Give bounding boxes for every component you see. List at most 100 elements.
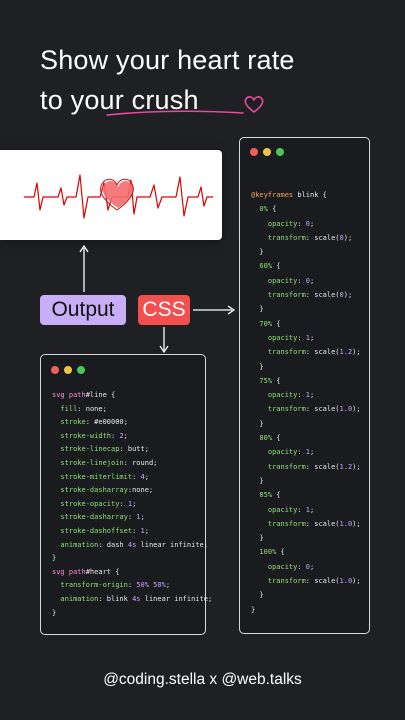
code-line: opacity: 1; [251,331,361,345]
code-token: #heart { [85,567,120,576]
code-token: stroke-dashoffset [52,526,133,535]
heart-shape [102,181,134,208]
code-token: { [267,205,277,214]
code-token: 50% 50% [136,581,166,590]
code-line: } [251,360,361,374]
code-token: 0% [251,205,268,214]
code-token: ); [352,577,361,586]
code-line: transform: scale(1.2); [251,345,361,359]
code-token: : scale( [305,348,340,357]
code-token: stroke-dasharray [52,513,128,522]
code-token: ); [343,291,353,300]
code-token: animation [52,594,99,603]
code-line: stroke-opacity: 1; [52,498,212,512]
code-token: 1.0 [339,405,353,414]
code-line: fill: none; [52,403,212,417]
code-token: @keyframes [251,191,294,199]
code-line: 60% { [251,259,361,273]
code-token: ; [310,219,315,228]
code-token: } [52,554,57,563]
code-token: svg path [52,391,86,399]
code-line: svg path#line { [52,389,212,403]
code-line: @keyframes blink { [251,188,361,202]
code-line: opacity: 0; [251,217,361,231]
code-token: 1 [305,448,311,457]
css-label: CSS [138,295,190,325]
code-token: 4 [140,472,145,481]
code-token: 0 [339,233,344,242]
code-line: svg path#heart { [52,566,212,580]
code-token: transform [251,577,306,586]
code-token: } [251,362,264,371]
output-preview-card [0,150,222,240]
code-token: : [132,526,141,535]
code-token: : [132,472,141,481]
code-line: opacity: 0; [251,560,361,574]
headline: Show your heart rate to your crush [40,40,380,120]
code-token: #line { [85,391,116,399]
code-token: opacity [251,276,298,285]
code-token: ); [352,519,361,528]
code-token: 1 [140,526,145,535]
code-line: } [251,417,361,431]
code-line: animation: dash 4s linear infinite; [52,539,212,553]
code-token: 1.2 [339,348,353,357]
code-line: 85% { [251,488,361,502]
code-token: : scale( [305,519,340,528]
code-line: stroke-dasharray:none; [52,484,212,498]
code-token: ; [310,562,315,571]
code-token: : dash [98,540,128,549]
code-token: ); [343,233,353,242]
code-line: 80% { [251,431,361,445]
code-token: svg path [52,567,86,576]
minimize-dot [64,366,72,374]
code-line: stroke-width: 2; [52,430,212,444]
code-token: ; [310,276,315,285]
code-token: ; [310,505,315,514]
code-token: : [127,581,137,590]
code-token: opacity [251,333,298,342]
code-token: : none; [77,404,107,413]
code-token: 1 [305,505,311,514]
code-token: 1 [305,333,311,342]
footer-credit: @coding.stella x @web.talks [103,671,302,688]
code-token: ; [140,513,145,522]
code-token: } [52,608,57,617]
code-token: stroke-miterlimit [52,472,133,481]
maximize-dot [77,366,85,374]
code-token: 100% [251,548,277,557]
code-line: } [251,302,361,316]
code-token: ; [144,472,149,481]
code-token: : [127,513,137,522]
code-token: opacity [251,448,298,457]
close-dot [250,148,258,156]
code-token: 1.0 [339,519,353,528]
code-token: stroke-width [52,431,112,440]
code-token: 0 [339,291,344,300]
headline-line-1: Show your heart rate [40,45,295,75]
code-line: } [251,474,361,488]
code-token: : [297,391,306,400]
code-line: opacity: 0; [251,274,361,288]
code-line: transform: scale(0); [251,231,361,245]
code-line: 100% { [251,545,361,559]
code-line: animation: blink 4s linear infinite; [52,593,212,607]
code-token: ; [310,448,315,457]
code-token: opacity [251,219,298,228]
code-token: linear infinite; [136,540,208,549]
code-token: stroke-opacity [52,499,120,508]
code-line: opacity: 1; [251,445,361,459]
code-token: : blink [98,594,133,603]
code-token: transform [251,405,306,414]
code-line: } [251,588,361,602]
code-token: : [297,448,306,457]
code-token: ; [310,333,315,342]
code-token: ; [123,431,128,440]
code-token: stroke-linecap [52,445,120,454]
code-line: 70% { [251,317,361,331]
code-token: } [251,476,264,485]
window-controls [250,148,284,156]
code-line: stroke-linejoin: round; [52,457,212,471]
code-token: 0 [305,276,311,285]
